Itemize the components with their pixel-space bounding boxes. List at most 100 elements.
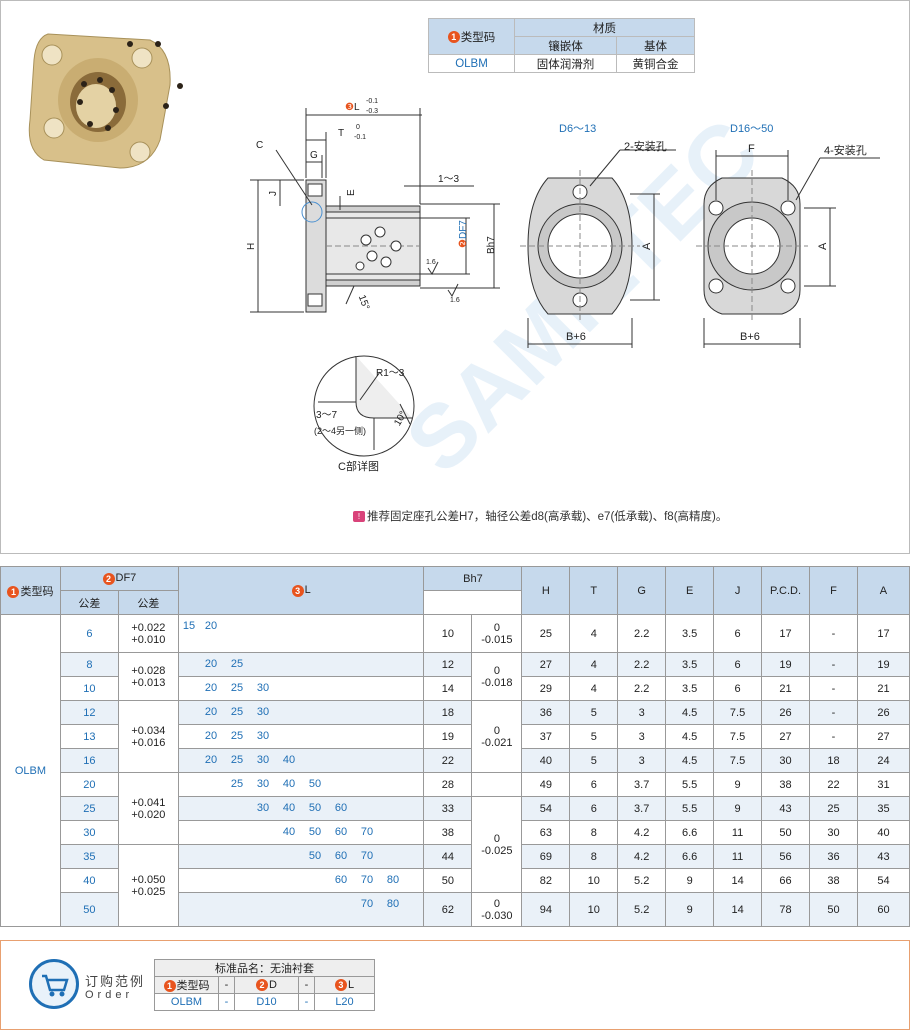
L-value: 20 [204,620,218,632]
L-value: 20 [204,706,218,718]
cell-B-tol: 0-0.030 [471,892,523,927]
L-value: 25 [230,658,244,670]
cell-D-tol: +0.050+0.025 [117,844,179,927]
order-dash-3: - [218,993,235,1011]
L-value: 80 [386,898,400,910]
dim-G-label: G [310,150,318,161]
cell-F: - [809,652,858,677]
cell-Bh7: 33 [423,796,473,821]
cell-G: 4.2 [617,820,667,845]
cell-B-tol [471,772,523,797]
cell-H: 54 [521,796,571,821]
cell-A: 27 [856,724,910,749]
cell-Bh7: 12 [423,652,473,677]
dim-C-label: C [256,140,263,151]
cell-F: - [809,700,858,725]
front-view-large [696,150,880,348]
cell-G: 5.2 [617,892,667,927]
detail-title: C部详图 [338,459,379,473]
cell-A: 21 [856,676,910,701]
cell-G: 5.2 [617,868,667,893]
cell-D-tol: +0.028+0.013 [117,652,179,701]
L-value: 30 [256,706,270,718]
L-value: 20 [204,658,218,670]
cell-PCD: 21 [761,676,811,701]
detail-view [313,355,415,457]
L-value: 30 [256,754,270,766]
L-value: 60 [334,826,348,838]
cell-G: 3 [617,700,667,725]
L-value: 25 [230,754,244,766]
cell-Bh7: 10 [423,614,473,653]
cell-G: 3 [617,724,667,749]
L-value: 50 [308,778,322,790]
cell-T: 5 [569,724,619,749]
front-small-title: D6～13 [559,123,596,135]
cell-A: 31 [856,772,910,797]
cell-Bh7: 28 [423,772,473,797]
cell-T: 10 [569,868,619,893]
material-header: 材质 [514,18,695,37]
cell-T: 6 [569,772,619,797]
cell-A: 17 [856,614,910,653]
cell-E: 3.5 [665,676,715,701]
cell-Bh7: 44 [423,844,473,869]
front-small-B6-label: B+6 [566,331,586,343]
cell-H: 69 [521,844,571,869]
dim-E-label: E [346,189,357,196]
cell-PCD: 38 [761,772,811,797]
cell-D: 12 [59,700,119,725]
cell-F: 18 [809,748,858,773]
cell-A: 19 [856,652,910,677]
header-A: A [856,566,910,615]
cell-T: 5 [569,748,619,773]
cell-PCD: 50 [761,820,811,845]
cell-G: 3.7 [617,796,667,821]
L-value: 80 [386,874,400,886]
cell-PCD: 43 [761,796,811,821]
cell-E: 4.5 [665,748,715,773]
cell-H: 29 [521,676,571,701]
dim-H-label: H [246,243,257,250]
cell-A: 60 [856,892,910,927]
front-small-holes-label: 2-安装孔 [624,139,667,153]
cell-E: 6.6 [665,820,715,845]
L-value: 40 [282,826,296,838]
dim-Bh7-label: Bh7 [486,236,497,254]
cell-B-tol: 0-0.018 [471,652,523,701]
cell-PCD: 66 [761,868,811,893]
cell-PCD: 19 [761,652,811,677]
cell-F: 22 [809,772,858,797]
cell-E: 4.5 [665,700,715,725]
cell-Bh7: 38 [423,820,473,845]
cell-A: 43 [856,844,910,869]
cell-A: 35 [856,796,910,821]
front-view-small [520,149,676,348]
product-photo [28,33,183,169]
front-large-F-label: F [748,143,755,155]
index-1-icon: 1 [447,31,460,44]
cell-Bh7: 14 [423,676,473,701]
order-title-en: Order [85,989,134,1001]
cell-T: 8 [569,844,619,869]
cell-H: 40 [521,748,571,773]
cell-J: 9 [713,796,763,821]
cell-J: 9 [713,772,763,797]
dim-1to3-label: 1～3 [438,174,460,185]
